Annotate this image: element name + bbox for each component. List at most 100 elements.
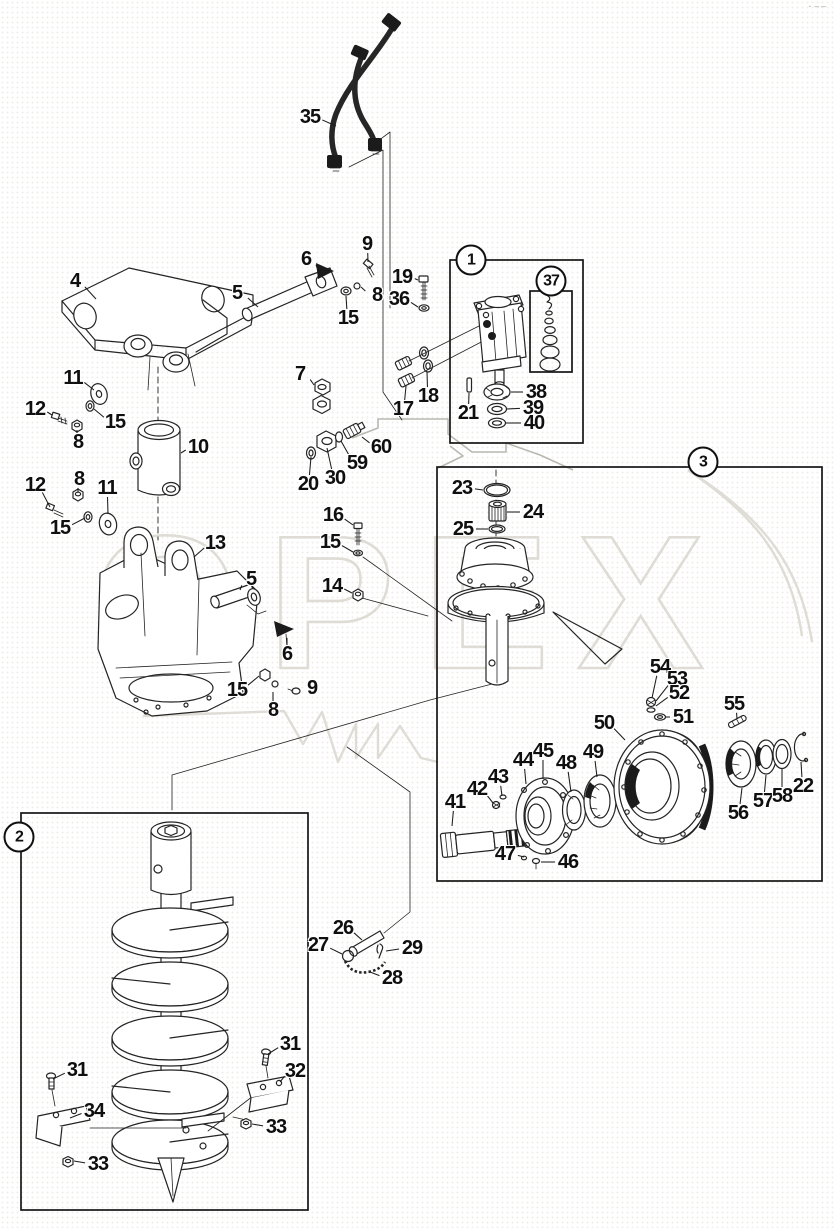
bolt-19-washer-36: [418, 275, 430, 312]
bolt-42-lock-43: [491, 794, 507, 810]
bolt-31-right: [261, 1048, 272, 1066]
leader-line-17: [404, 385, 407, 401]
planetary-gearbox: [447, 469, 545, 686]
nut-33-right: [240, 1117, 252, 1130]
callout-leader-lines: [41, 119, 803, 1164]
leader-line-4: [84, 286, 97, 300]
leader-line-15: [247, 675, 260, 686]
leader-line-27: [329, 947, 343, 955]
leader-line-12: [41, 492, 51, 508]
mount-bracket-4: [61, 267, 254, 391]
bearing-56: [725, 740, 757, 788]
leader-line-6: [315, 264, 318, 269]
washer-51: [653, 713, 667, 721]
leader-line-7: [309, 379, 315, 386]
detail-box-2: [20, 812, 309, 1211]
leader-line-43: [500, 785, 503, 797]
leader-line-15: [341, 545, 354, 553]
bearing-49: [583, 774, 617, 828]
leader-line-48: [567, 771, 572, 793]
tooth-bracket-32: [246, 1075, 294, 1113]
pin-hardware-upper: [340, 258, 375, 296]
leader-line-15: [71, 517, 86, 526]
leader-line-13: [193, 547, 205, 558]
leader-line-11: [83, 382, 95, 391]
seal-48: [561, 789, 587, 831]
scan-corner-mark: ·––: [807, 2, 828, 11]
leader-line-20: [308, 456, 312, 476]
leader-line-15: [93, 408, 105, 418]
leader-line-57: [763, 774, 767, 793]
leader-line-29: [385, 948, 400, 952]
leader-line-16: [344, 518, 354, 526]
assembly-pointer-arrow: [552, 611, 623, 665]
leader-line-47: [517, 854, 525, 858]
gear-housing-50: [613, 729, 714, 845]
leader-line-36: [410, 302, 419, 308]
leader-line-19: [414, 278, 419, 281]
leader-line-22: [800, 761, 803, 778]
leader-line-50: [613, 728, 626, 741]
leader-line-31: [267, 1047, 279, 1055]
leader-line-31: [52, 1072, 66, 1080]
hydraulic-hoses-35: [327, 13, 401, 172]
assembly-connectors: [157, 131, 497, 934]
detail-box-1: [449, 259, 584, 444]
shaft-flange-44-45: [515, 777, 575, 855]
pin-21: [466, 377, 473, 393]
washer-15-lower: [83, 511, 93, 523]
leader-line-8: [360, 286, 366, 292]
leader-line-56: [739, 787, 743, 805]
nut-8-upper: [71, 419, 83, 433]
leader-line-30: [326, 447, 333, 470]
bolt-52-53-54: [645, 696, 657, 713]
leader-line-33: [73, 1160, 86, 1164]
pivot-tube-10: [129, 419, 181, 497]
pin-55: [727, 714, 747, 729]
auger-assembly: [51, 821, 269, 1203]
fittings-17-orings-18: [394, 322, 488, 388]
washer-15-upper: [85, 400, 95, 412]
leader-line-28: [369, 971, 380, 977]
leader-line-5: [247, 297, 259, 308]
leader-line-33: [251, 1123, 264, 1127]
fitting-7: [312, 378, 331, 415]
leader-line-35: [322, 119, 337, 127]
detail-box-3: [436, 466, 823, 882]
leader-line-14: [344, 588, 353, 594]
leader-line-32: [279, 1075, 285, 1083]
pivot-pin-5-upper: [241, 267, 338, 322]
washer-11-lower: [98, 512, 118, 536]
snap-ring-22: [793, 731, 809, 763]
leader-line-42: [486, 794, 494, 804]
leader-line-41: [451, 810, 454, 827]
leader-line-52: [655, 697, 668, 707]
bolt-12-upper: [50, 411, 68, 425]
leader-line-59: [340, 440, 350, 456]
ring-58: [772, 738, 792, 770]
leader-line-23: [474, 488, 484, 491]
leader-line-26: [353, 932, 363, 941]
hydraulic-motor: [473, 294, 527, 387]
bearing-38-seals-39-40: [483, 383, 511, 429]
leader-line-44: [524, 768, 527, 785]
leader-line-34: [69, 1113, 82, 1119]
leader-line-54: [651, 675, 658, 699]
auger-pin-group: [341, 930, 387, 974]
fitting-group-20-30-59-60: [305, 421, 366, 460]
gearbox-mount-hardware: [352, 522, 453, 622]
seal-kit-37: [539, 294, 561, 372]
nut-33-left: [62, 1155, 74, 1168]
detail-boxes: [20, 259, 823, 1211]
leader-line-5: [239, 585, 243, 591]
hose-route-connectors: [351, 418, 574, 471]
leader-line-39: [506, 407, 521, 410]
leader-line-53: [655, 685, 669, 702]
bolt-31-left: [45, 1072, 57, 1090]
pivot-pin-5-lower: [210, 583, 267, 615]
ring-57: [755, 739, 777, 775]
swing-frame-13: [97, 526, 259, 717]
direction-arrow-6-upper: [316, 263, 334, 279]
